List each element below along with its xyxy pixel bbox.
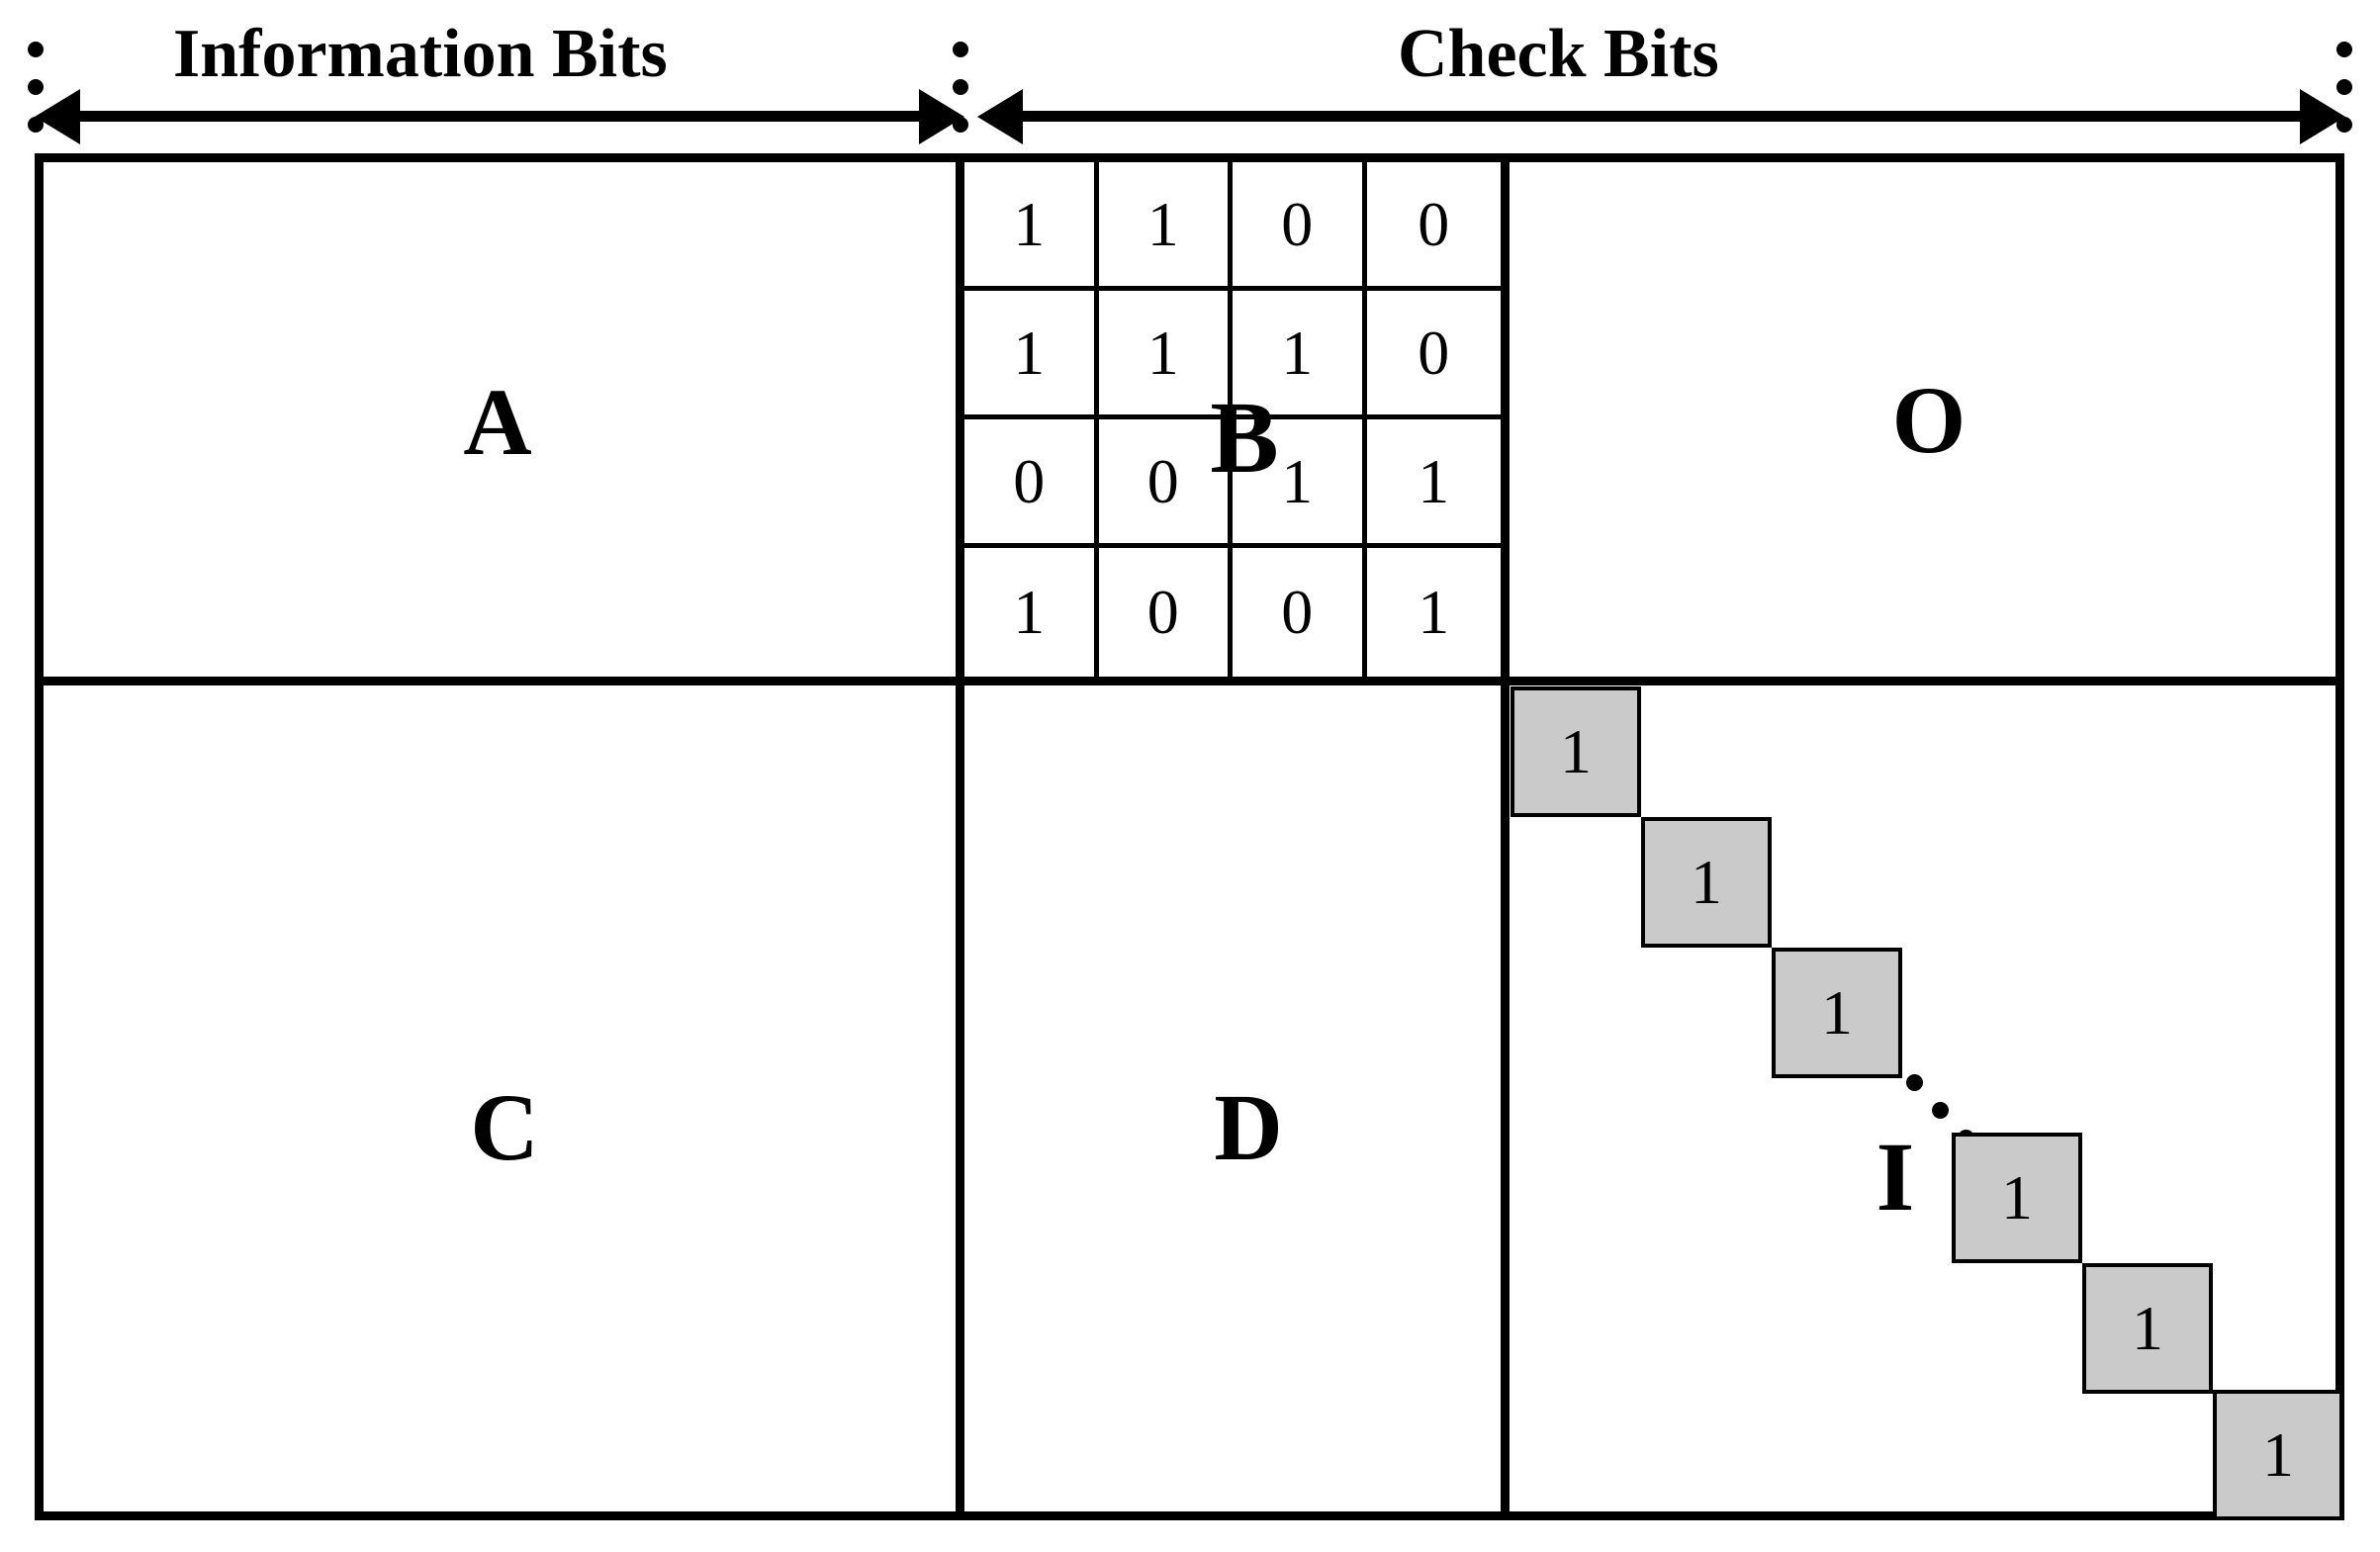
- b-cell: 1: [964, 291, 1099, 419]
- check-bits-arrow-right-head: [2300, 89, 2345, 144]
- block-label-o: O: [1891, 367, 1967, 473]
- identity-diagonal-cell: 1: [1772, 948, 1902, 1078]
- block-label-d: D: [1214, 1074, 1283, 1180]
- b-cell: 1: [1418, 577, 1450, 647]
- b-submatrix-grid: 1 1 0 0 1 1 1 0 0 0 1 1 1 0 0 1: [964, 162, 1501, 677]
- b-o-column-divider: [1501, 153, 1510, 1520]
- b-cell: 0: [1233, 548, 1367, 677]
- information-bits-arrow-left-head: [35, 89, 80, 144]
- b-cell: 0: [1233, 162, 1367, 291]
- b-cell: 1: [1233, 291, 1367, 419]
- information-check-column-divider: [956, 153, 964, 1520]
- identity-diagonal-cell: 1: [2082, 1263, 2213, 1394]
- identity-diagonal-cell: 1: [2213, 1390, 2343, 1520]
- row-divider: [35, 677, 2344, 685]
- right-boundary-dotted-marker: [2336, 42, 2352, 154]
- left-boundary-dotted-marker: [28, 42, 44, 154]
- b-cell: 0: [1098, 419, 1233, 548]
- block-label-a: A: [463, 369, 532, 475]
- information-bits-label: Information Bits: [173, 16, 668, 92]
- b-cell: 0: [1366, 291, 1501, 419]
- identity-diagonal-cell: 1: [1641, 817, 1772, 948]
- b-cell: 1: [1233, 419, 1367, 548]
- check-bits-label: Check Bits: [1398, 16, 1719, 92]
- check-bits-arrow-left-head: [977, 89, 1023, 144]
- block-label-b: B: [1210, 381, 1279, 495]
- block-label-c: C: [470, 1074, 539, 1180]
- block-label-i: I: [1876, 1122, 1915, 1232]
- b-cell: 1: [964, 162, 1099, 291]
- check-bits-arrow-line: [1020, 111, 2306, 122]
- identity-diagonal-cell: 1: [1510, 686, 1641, 817]
- identity-ellipsis-dot: [1906, 1074, 1923, 1091]
- identity-ellipsis-dot: [1932, 1102, 1949, 1119]
- b-cell: 1: [964, 548, 1099, 677]
- center-boundary-dotted-marker: [953, 42, 968, 154]
- information-bits-arrow-line: [77, 111, 924, 122]
- b-cell: 1: [1098, 162, 1233, 291]
- b-cell: 1: [1366, 419, 1501, 548]
- identity-diagonal-cell: 1: [1952, 1133, 2082, 1263]
- b-cell: 1: [1098, 291, 1233, 419]
- b-cell: 0: [1099, 548, 1233, 677]
- b-cell: 0: [964, 419, 1099, 548]
- b-cell: 0: [1366, 162, 1501, 291]
